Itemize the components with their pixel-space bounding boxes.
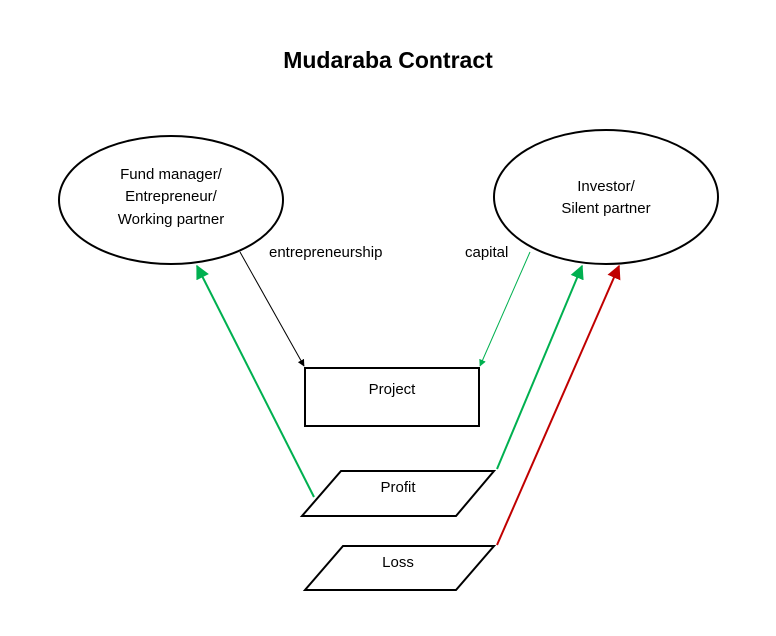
fund-manager-node	[58, 135, 284, 265]
fund-manager-label-line-3: Working partner	[117, 211, 225, 228]
profit-node	[299, 470, 497, 517]
investor-node	[493, 129, 719, 265]
diagram-title: Mudaraba Contract	[283, 47, 493, 73]
loss-to-investor-arrow	[496, 264, 621, 546]
capital-arrow	[479, 251, 531, 367]
loss-node	[302, 545, 497, 591]
investor-label-line-2: Silent partner	[561, 200, 651, 217]
project-node	[304, 367, 480, 427]
loss-label: Loss	[382, 554, 414, 571]
profit-to-investor-arrow	[496, 264, 584, 470]
fund-manager-label-line-2: Entrepreneur/	[125, 188, 217, 205]
entrepreneurship-label: entrepreneurship	[269, 244, 383, 261]
capital-label: capital	[465, 244, 509, 261]
profit-label: Profit	[380, 479, 416, 496]
profit-to-manager-arrow	[196, 264, 315, 498]
entrepreneurship-arrow	[239, 251, 305, 367]
investor-label-line-1: Investor/	[577, 178, 635, 195]
project-label: Project	[368, 381, 416, 398]
fund-manager-label-line-1: Fund manager/	[120, 166, 222, 183]
